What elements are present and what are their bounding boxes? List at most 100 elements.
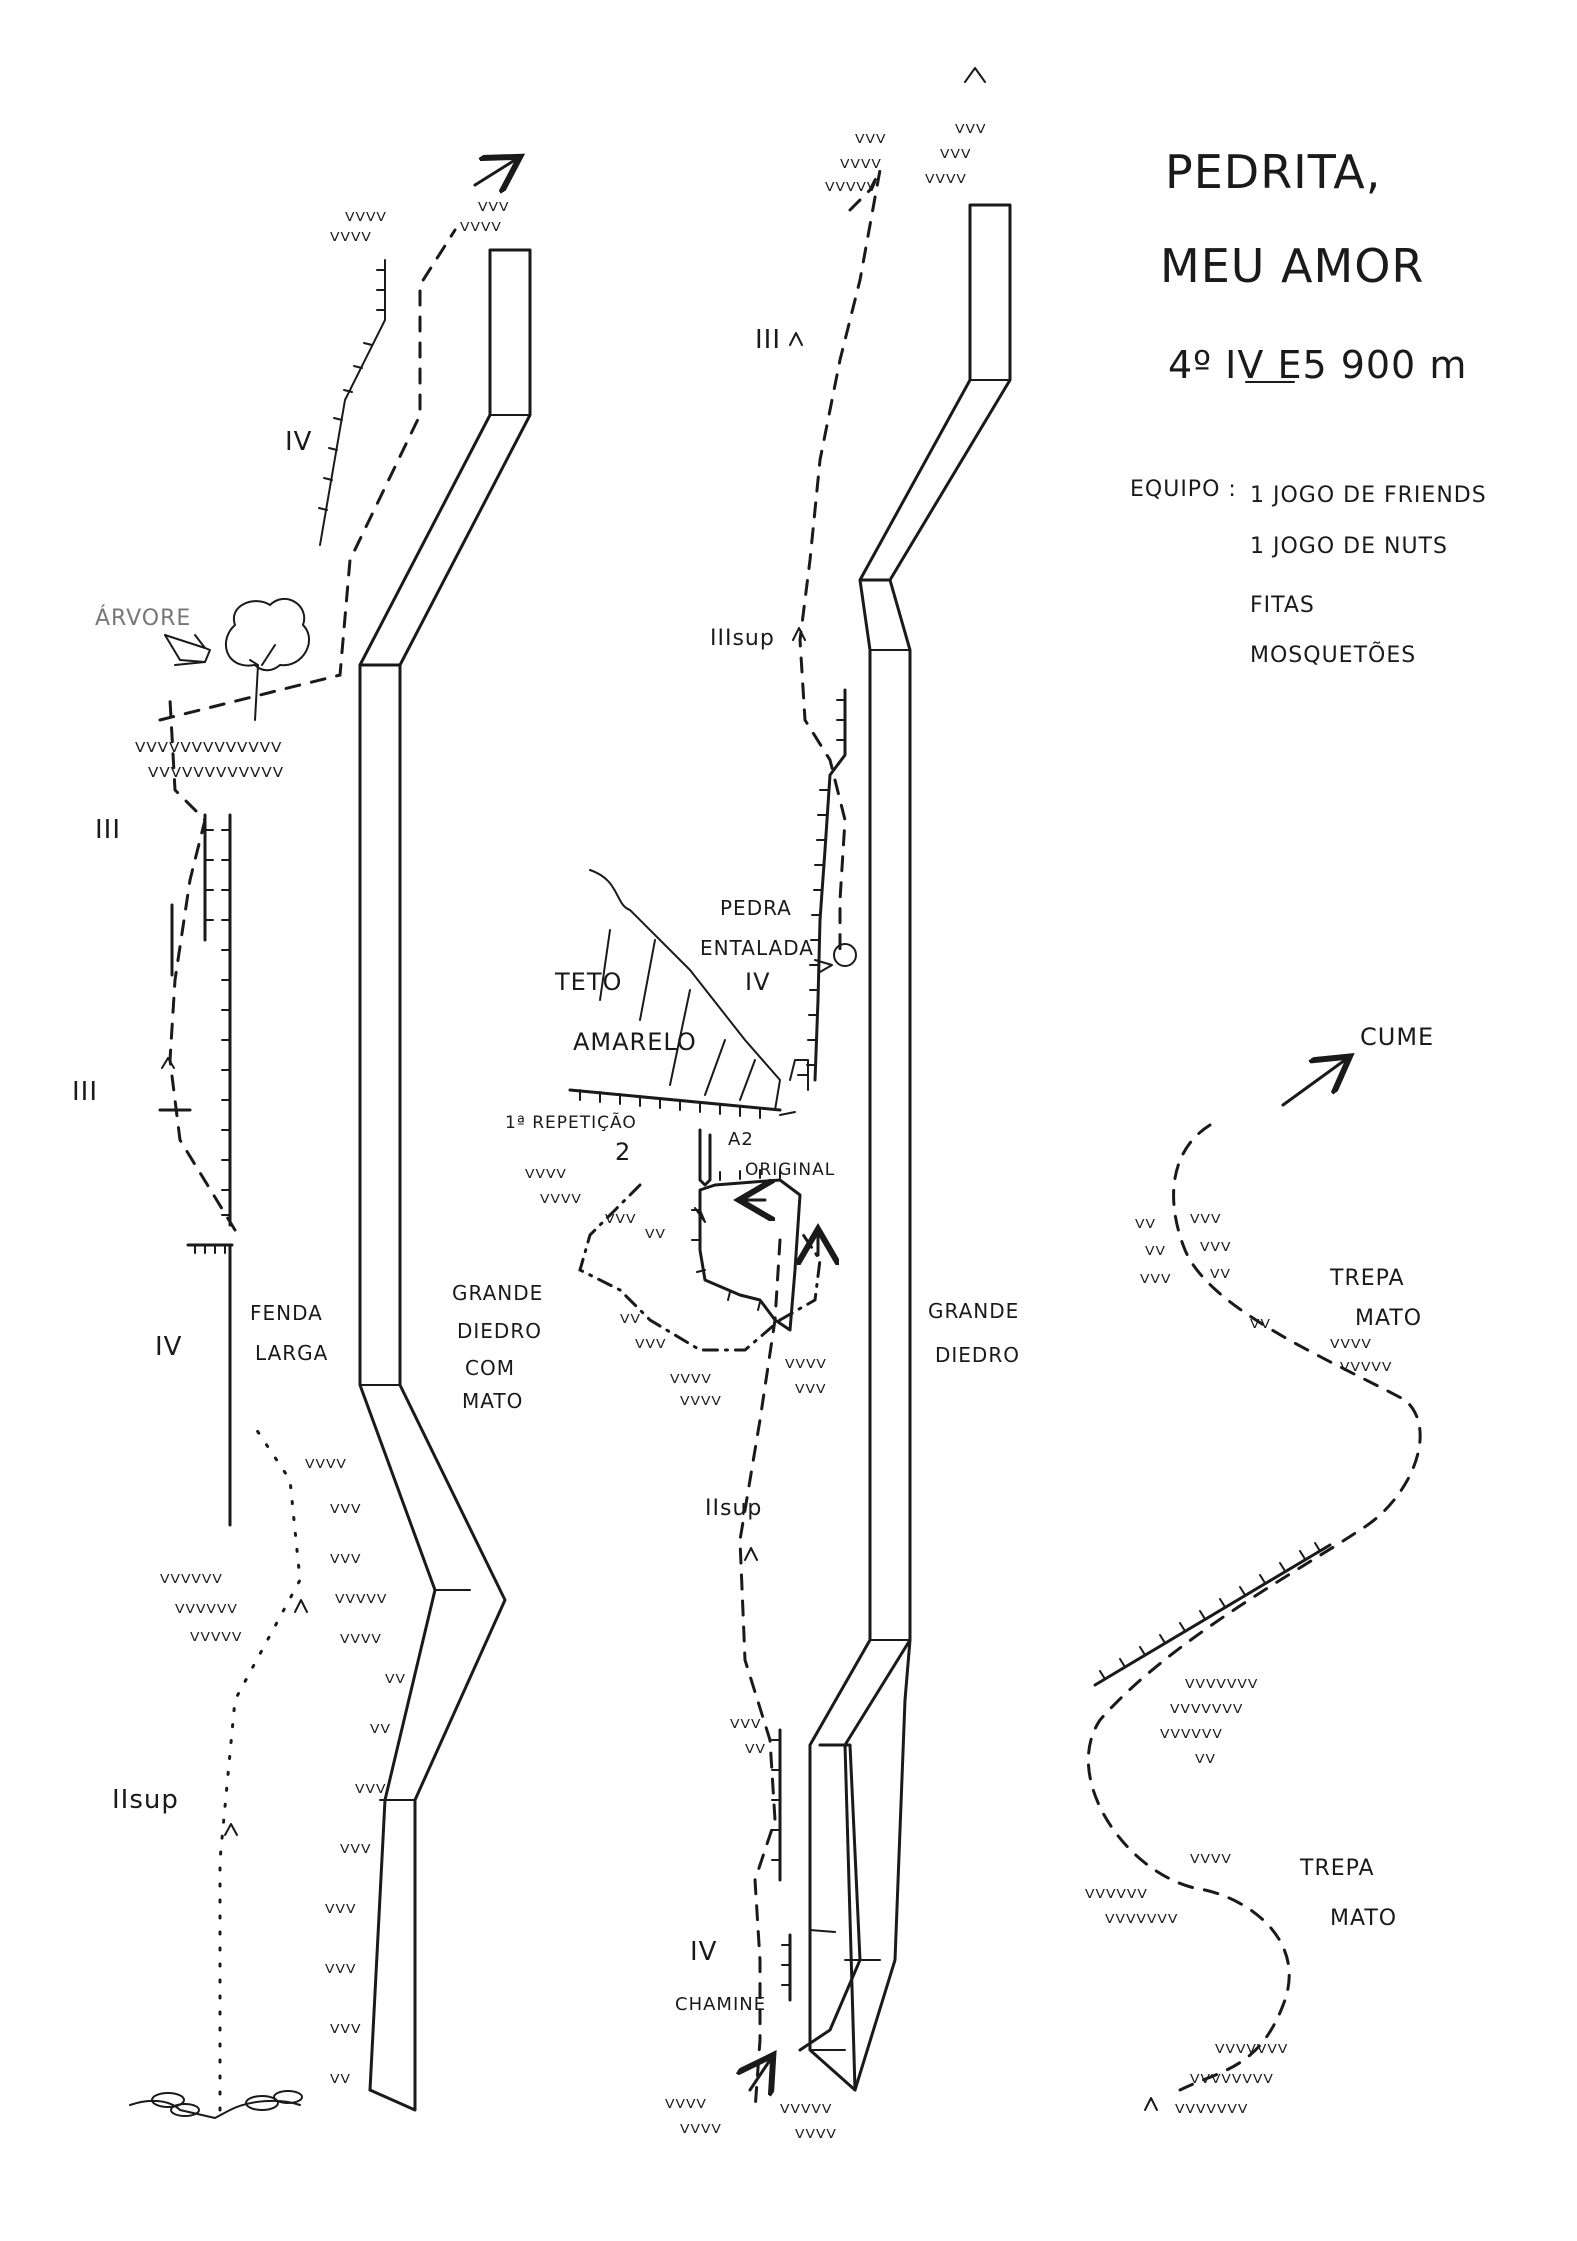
- right-grass-base: ⱽⱽⱽⱽⱽⱽⱽ ⱽⱽⱽⱽⱽⱽⱽⱽ ⱽⱽⱽⱽⱽⱽⱽ: [1175, 2041, 1287, 2126]
- middle-belay-mark: [809, 1929, 836, 1933]
- grass-tuft-icon: ⱽⱽⱽ: [795, 1381, 826, 1406]
- label-mato: MATO: [462, 1389, 523, 1413]
- label-summit: CUME: [1360, 1023, 1434, 1051]
- left-grass-dihedral-foot: ⱽⱽⱽⱽ ⱽⱽⱽ ⱽⱽⱽ ⱽⱽⱽⱽⱽ ⱽⱽⱽⱽ: [305, 1456, 387, 1656]
- grass-tuft-icon: ⱽⱽⱽⱽⱽⱽⱽⱽⱽⱽⱽⱽⱽ: [135, 738, 282, 766]
- label-mato-1: MATO: [1355, 1306, 1422, 1331]
- grass-tuft-icon: ⱽⱽⱽⱽⱽⱽⱽ: [1175, 2101, 1248, 2126]
- base-boulders: [129, 2090, 303, 2119]
- grass-tuft-icon: ⱽⱽ: [330, 2071, 351, 2096]
- tree-icon: [225, 598, 310, 721]
- grass-tuft-icon: ⱽⱽ: [645, 1226, 666, 1251]
- chockstone-icon: [833, 943, 857, 967]
- grass-tuft-icon: ⱽⱽⱽⱽ: [665, 2096, 707, 2121]
- tree-pointer-arrow-head: [164, 634, 211, 663]
- left-upper-crack: [319, 259, 386, 546]
- grass-tuft-icon: ⱽⱽⱽⱽ: [330, 229, 372, 254]
- label-grande: GRANDE: [928, 1299, 1019, 1323]
- label-amarelo: AMARELO: [573, 1028, 697, 1056]
- middle-dihedral-upper: [858, 203, 1012, 582]
- middle-route-lower: [738, 1238, 782, 2112]
- roof-hatching: [579, 1089, 761, 1119]
- right-ledge-hatching: [1099, 1542, 1321, 1680]
- grass-tuft-icon: ⱽⱽⱽ: [1190, 1211, 1221, 1236]
- label-trepa-1: TREPA: [1329, 1266, 1405, 1291]
- left-grade-pitch-4: III: [95, 815, 121, 845]
- belay-anchor-mark: [779, 1111, 796, 1116]
- grass-tuft-icon: ⱽⱽⱽ: [955, 121, 986, 146]
- grass-tuft-icon: ⱽⱽ: [1250, 1316, 1271, 1341]
- grass-tuft-icon: ⱽⱽⱽⱽ: [670, 1371, 712, 1396]
- grass-tuft-icon: ⱽⱽⱽⱽ: [340, 1631, 382, 1656]
- grass-tuft-icon: ⱽⱽⱽ: [940, 146, 971, 171]
- left-grade-pitch-2: IV: [155, 1332, 182, 1362]
- route-arrow-icon: [1144, 2097, 1158, 2111]
- grass-tuft-icon: ⱽⱽⱽⱽ: [680, 1393, 722, 1418]
- right-topo: CUME TREPA MATO TREPA MATO ⱽⱽ ⱽⱽ ⱽⱽⱽ ⱽⱽⱽ…: [1085, 1023, 1434, 2126]
- grass-tuft-icon: ⱽⱽⱽ: [730, 1716, 761, 1741]
- label-mato-2: MATO: [1330, 1906, 1397, 1931]
- grass-tuft-icon: ⱽⱽ: [1210, 1266, 1231, 1291]
- grass-tuft-icon: ⱽⱽⱽⱽⱽ: [335, 1591, 387, 1616]
- grass-tuft-icon: ⱽⱽⱽⱽ: [1190, 1851, 1232, 1876]
- right-grass-upper: ⱽⱽ ⱽⱽ ⱽⱽⱽ ⱽⱽⱽ ⱽⱽⱽ ⱽⱽ ⱽⱽ ⱽⱽⱽⱽ ⱽⱽⱽⱽⱽ: [1135, 1211, 1392, 1384]
- equipment-item-friends: 1 JOGO DE FRIENDS: [1250, 483, 1487, 508]
- label-com: COM: [465, 1356, 515, 1380]
- grass-tuft-icon: ⱽⱽ: [1145, 1243, 1166, 1268]
- middle-grade-pitch-3: IV: [745, 968, 771, 996]
- grass-tuft-icon: ⱽⱽⱽⱽⱽ: [1340, 1359, 1392, 1384]
- middle-start-arrow: [750, 2060, 770, 2090]
- equipment-list: EQUIPO : 1 JOGO DE FRIENDS 1 JOGO DE NUT…: [1130, 477, 1487, 668]
- grass-tuft-icon: ⱽⱽⱽⱽⱽⱽ: [175, 1601, 238, 1626]
- label-grande: GRANDE: [452, 1281, 543, 1305]
- middle-crack-chimney-hatching: [771, 1739, 781, 1861]
- middle-crack-upper-hatching: [806, 699, 846, 1066]
- right-grass-middle: ⱽⱽⱽⱽⱽⱽⱽ ⱽⱽⱽⱽⱽⱽⱽ ⱽⱽⱽⱽⱽⱽ ⱽⱽ: [1160, 1676, 1258, 1776]
- middle-grass-top-left: ⱽⱽⱽⱽⱽ ⱽⱽⱽⱽ ⱽⱽⱽ: [825, 131, 885, 204]
- grass-tuft-icon: ⱽⱽⱽⱽⱽⱽⱽⱽ: [1190, 2071, 1274, 2096]
- middle-grade-pitch-2: IIsup: [705, 1496, 762, 1521]
- left-dihedral-main-right: [368, 663, 507, 2112]
- left-route-middle: [168, 698, 237, 1232]
- grass-tuft-icon: ⱽⱽⱽⱽⱽⱽ: [1160, 1726, 1223, 1751]
- label-diedro: DIEDRO: [935, 1343, 1020, 1367]
- middle-dihedral-main: [808, 578, 872, 2092]
- label-original: ORIGINAL: [745, 1160, 835, 1180]
- grass-tuft-icon: ⱽⱽⱽⱽ: [525, 1166, 567, 1191]
- route-arrow-icon: [744, 1547, 758, 1561]
- grass-tuft-icon: ⱽⱽⱽ: [1200, 1239, 1231, 1264]
- label-larga: LARGA: [255, 1341, 328, 1365]
- left-topo: ÁRVORE FENDA LARGA GRANDE DIEDRO COM MAT…: [72, 160, 543, 2119]
- left-grade-pitch-1: IIsup: [112, 1785, 179, 1815]
- middle-dihedral-lower-right: [853, 1638, 912, 2092]
- label-chamine: CHAMINÉ: [675, 1993, 766, 2015]
- grass-tuft-icon: ⱽⱽⱽⱽ: [840, 156, 882, 181]
- grass-tuft-icon: ⱽⱽ: [620, 1311, 641, 1336]
- right-route: [1087, 1123, 1422, 2092]
- right-grass-lower: ⱽⱽⱽⱽⱽⱽ ⱽⱽⱽⱽⱽⱽⱽ ⱽⱽⱽⱽ: [1085, 1851, 1232, 1936]
- roof-outline: [589, 869, 781, 1111]
- grass-tuft-icon: ⱽⱽⱽⱽⱽⱽⱽ: [1185, 1676, 1258, 1701]
- middle-route-upper: [798, 169, 882, 962]
- grass-tuft-icon: ⱽⱽ: [745, 1741, 766, 1766]
- grass-tuft-icon: ⱽⱽⱽ: [478, 199, 509, 224]
- route-name-line2: MEU AMOR: [1160, 239, 1424, 293]
- route-arrow-icon: [792, 627, 806, 641]
- grass-tuft-icon: ⱽⱽⱽ: [330, 1551, 361, 1576]
- aid-pitch-marker: [698, 1128, 712, 1187]
- grass-tuft-icon: ⱽⱽⱽⱽ: [680, 2121, 722, 2146]
- route-arrow-icon: [964, 67, 986, 83]
- route-arrow-icon: [789, 332, 803, 346]
- middle-grass-top-right: ⱽⱽⱽⱽ ⱽⱽⱽ ⱽⱽⱽ: [925, 121, 986, 196]
- middle-crack-upper: [813, 688, 847, 1082]
- grass-tuft-icon: ⱽⱽⱽ: [605, 1211, 636, 1236]
- middle-topo: PEDRA ENTALADA TETO AMARELO 1ª REPETIÇÃO…: [505, 67, 1020, 2151]
- left-crack-hatching: [318, 269, 386, 511]
- grass-tuft-icon: ⱽⱽⱽ: [635, 1336, 666, 1361]
- route-arrow-icon: [161, 1057, 175, 1069]
- label-diedro: DIEDRO: [457, 1319, 542, 1343]
- grass-tuft-icon: ⱽⱽⱽⱽⱽⱽⱽ: [1105, 1911, 1178, 1936]
- left-grade-pitch-5: IV: [285, 427, 312, 457]
- equipment-label: EQUIPO :: [1130, 477, 1237, 502]
